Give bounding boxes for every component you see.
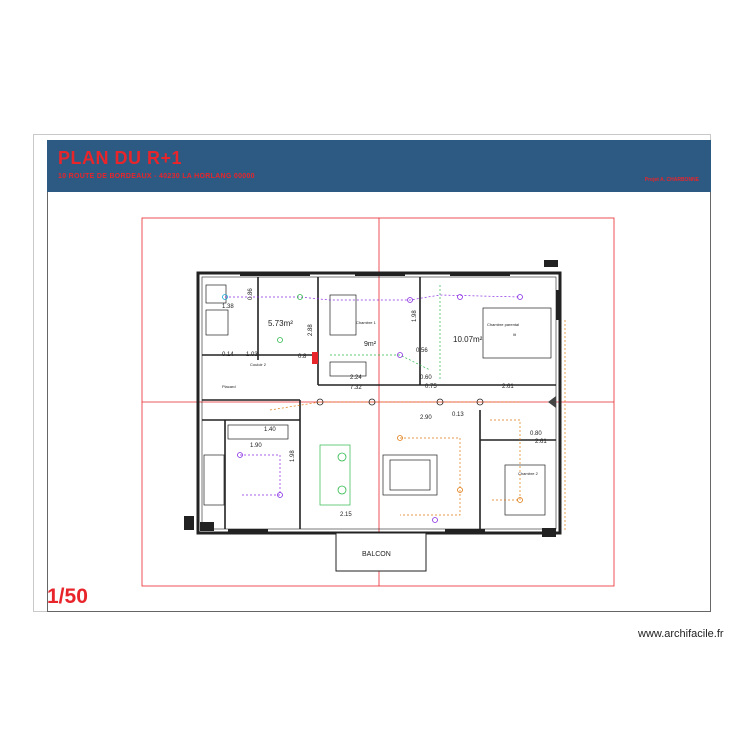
outlet-icon [222,294,228,300]
light-point-icon [476,398,484,406]
outlet-icon [407,297,413,303]
bathtub [205,309,229,336]
desk [329,361,367,377]
wire-living [240,454,281,496]
dimension-label: 0.86 [248,288,254,300]
window-bottom-1 [228,529,268,533]
balcony-label: BALCON [362,551,391,558]
title-banner: PLAN DU R+1 10 ROUTE DE BORDEAUX - 40230… [47,140,711,192]
electrical-symbols [184,260,558,537]
window-top-1 [240,272,310,276]
outlet-icon [237,452,243,458]
dimension-label: 2.24 [350,375,362,381]
room-label-chambre2: Chambre 2 [518,471,539,476]
balcony: BALCON [335,532,427,572]
dimension-label: 2.61 [535,439,547,445]
breaker-icon [312,352,318,364]
room-label-parental: Chambre parental [487,322,519,327]
sideboard [227,424,289,440]
panel-icon [548,396,556,408]
dimension-label: 7.32 [350,385,362,391]
table-outline [382,454,438,496]
wiring [225,285,566,530]
wire-ch2 [490,419,521,501]
outlet-icon [517,497,523,503]
outlet-icon [277,337,283,343]
bed-chambre2 [504,464,546,516]
window-segments [228,272,560,533]
sofa [319,444,351,506]
ceiling-light-icon [337,485,347,495]
light-point-icon [368,398,376,406]
dimension-label: 2.88 [308,324,314,336]
light-point-icon [316,398,324,406]
outlet-icon [432,517,438,523]
window-top-2 [355,272,405,276]
wire-dining [400,437,461,516]
light-point-icon [436,398,444,406]
table [389,459,431,491]
outlet-icon [457,294,463,300]
dimension-label: 1.98 [290,450,296,462]
scale-label: 1/50 [47,585,88,608]
outlet-icon [397,435,403,441]
dimension-label: 0.60 [420,375,432,381]
outlet-icon [457,487,463,493]
room-label-chambre1: Chambre 1 [356,320,377,325]
dimension-label: 1.38 [222,304,234,310]
area-label-parental: 10.07m² [453,335,483,344]
outlet-icon [297,294,303,300]
dimension-label: 0.80 [530,431,542,437]
wire-middle [269,401,520,411]
window-right-1 [556,290,560,320]
area-label-bath: 5.73m² [268,319,293,328]
dimension-label: 2.61 [502,384,514,390]
room-label-placard: Placard [222,384,236,389]
wire-top [225,294,521,301]
plan-subtitle: 10 ROUTE DE BORDEAUX - 40230 LA HORLANG … [58,173,255,180]
camera-icon [542,528,556,537]
dimension-label: 0.13 [452,412,464,418]
dimension-labels: 1.38 0.86 0.14 1.03 0.8 2.88 1.98 2.24 7… [222,288,547,518]
dimension-label: 0.8 [298,354,307,360]
ceiling-light-icon [337,452,347,462]
bed-chambre1 [329,294,357,336]
dimension-label: 2.90 [420,415,432,421]
kitchen-counter [203,454,225,506]
room-label-couloir: Couloir 2 [250,362,267,367]
project-note: Projet A. CHARBONNE [644,177,699,183]
window-bottom-2 [445,529,485,533]
outlet-icon [517,294,523,300]
balcony-outline [335,532,427,572]
dimension-label: 1.03 [246,352,258,358]
drawing-frame [47,192,711,612]
room-label-lit: lit [513,332,517,337]
dimension-label: 1.90 [250,443,262,449]
camera-icon [184,516,194,530]
area-label-ch1: 9m² [364,341,377,348]
dimension-label: 1.40 [264,427,276,433]
dimension-label: 0.14 [222,352,234,358]
dimension-label: 2.15 [340,512,352,518]
outlet-icon [277,492,283,498]
camera-icon [200,522,214,531]
shower [205,284,227,304]
camera-icon [544,260,558,267]
dimension-label: 0.75 [425,384,437,390]
wire-ch1 [330,354,431,371]
dimension-label: 1.98 [412,310,418,322]
plan-title: PLAN DU R+1 [58,148,183,168]
outlet-icon [397,352,403,358]
furniture [203,284,552,516]
watermark-link[interactable]: www.archifacile.fr [638,628,724,640]
dimension-label: 0.56 [416,348,428,354]
bed-parental [482,307,552,359]
window-top-3 [450,272,510,276]
interior-walls [202,277,556,529]
room-labels: Chambre 1 Chambre parental lit Couloir 2… [222,319,539,476]
